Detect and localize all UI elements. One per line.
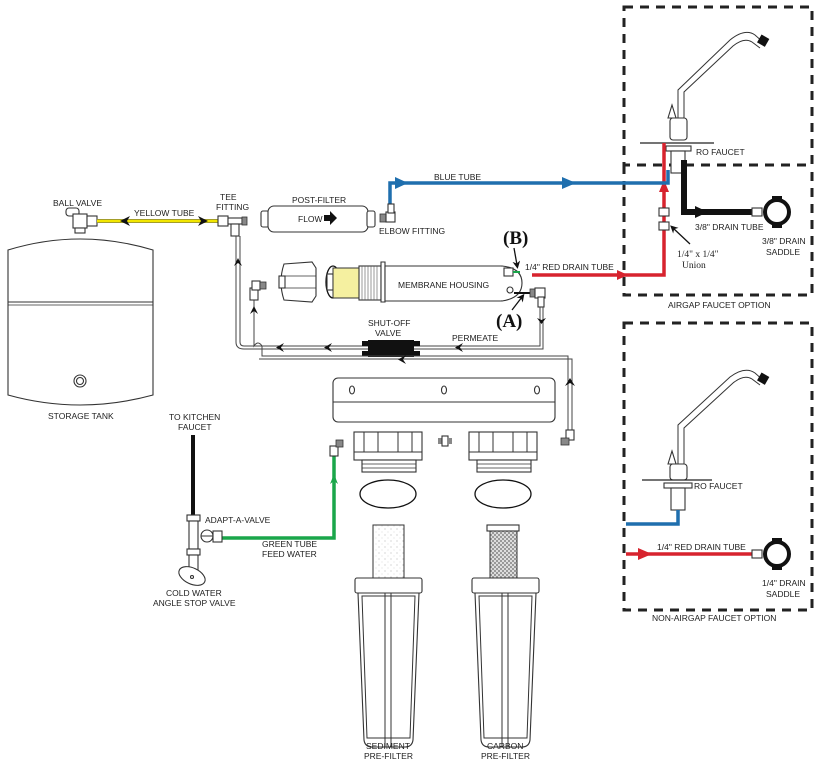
union-fitting: [658, 207, 670, 231]
feed-to-membrane-tube: [253, 300, 569, 430]
flow-label: FLOW: [298, 214, 323, 224]
yellow-tube-label: YELLOW TUBE: [134, 208, 195, 218]
drain-saddle-3-8: [763, 196, 791, 228]
cold-water-label-2: ANGLE STOP VALVE: [153, 598, 236, 608]
post-filter-label: POST-FILTER: [292, 195, 346, 205]
airgap-box-top: [622, 5, 814, 167]
blue-tube-non-airgap: [626, 510, 680, 526]
red-drain-tube-label: 1/4" RED DRAIN TUBE: [525, 262, 614, 272]
mounting-bracket: [332, 377, 556, 423]
storage-tank-label: STORAGE TANK: [48, 411, 114, 421]
green-tube-label-1: GREEN TUBE: [262, 539, 317, 549]
membrane-cap: [278, 261, 317, 303]
union-label-1: 1/4" x 1/4": [677, 250, 719, 260]
non-airgap-ro-faucet-label: RO FAUCET: [694, 481, 743, 491]
adapt-a-valve-label: ADAPT-A-VALVE: [205, 515, 271, 525]
non-airgap-caption: NON-AIRGAP FAUCET OPTION: [652, 613, 776, 623]
non-airgap-ro-faucet: [642, 369, 770, 511]
tee-fitting-label-2: FITTING: [216, 202, 249, 212]
carbon-label-1: CARBON: [487, 741, 523, 751]
sediment-filter-head: [353, 431, 423, 473]
blue-tube: [388, 170, 670, 210]
non-airgap-faucet-option: RO FAUCET 1/4" RED DRAIN TUBE 1/4" DRAIN…: [622, 321, 814, 623]
marker-a: (A): [496, 311, 522, 332]
permeate-tube: [239, 236, 541, 347]
to-kitchen-label-1: TO KITCHEN: [169, 412, 220, 422]
membrane-housing: [358, 261, 523, 303]
carbon-pre-filter: [471, 524, 540, 748]
ball-valve: [65, 207, 98, 234]
airgap-ro-faucet: [640, 31, 770, 174]
tee-fitting: [217, 215, 248, 237]
sediment-o-ring: [359, 479, 417, 509]
tee-fitting-label-1: TEE: [220, 192, 237, 202]
red-drain-tube-non-airgap-label: 1/4" RED DRAIN TUBE: [657, 542, 746, 552]
green-tube-label-2: FEED WATER: [262, 549, 317, 559]
marker-b: (B): [503, 228, 528, 249]
angle-stop-valve: [178, 548, 206, 586]
airgap-faucet-option: RO FAUCET 1/4" x 1/4" Union 3/8" DRAIN T…: [532, 5, 814, 310]
elbow-fitting-label: ELBOW FITTING: [379, 226, 445, 236]
airgap-ro-faucet-label: RO FAUCET: [696, 147, 745, 157]
carbon-filter-head: [468, 431, 538, 473]
saddle-1-4-label-2: SADDLE: [766, 589, 800, 599]
saddle-3-8-label-2: SADDLE: [766, 247, 800, 257]
membrane-element: [332, 267, 360, 299]
sediment-pre-filter: [354, 524, 423, 748]
carbon-label-2: PRE-FILTER: [481, 751, 530, 761]
drain-saddle-1-4: [763, 538, 791, 570]
shut-off-valve: [362, 340, 420, 357]
flow-arrow-icon: [324, 211, 337, 225]
sediment-label-2: PRE-FILTER: [364, 751, 413, 761]
airgap-box-border: [622, 165, 814, 297]
cold-water-label-1: COLD WATER: [166, 588, 222, 598]
drain-tube-3-8: [681, 160, 758, 215]
shut-off-label-1: SHUT-OFF: [368, 318, 411, 328]
post-filter: [260, 205, 376, 233]
blue-tube-label: BLUE TUBE: [434, 172, 481, 182]
green-feed-tube: [222, 456, 336, 540]
union-label-2: Union: [682, 261, 706, 271]
shut-off-label-2: VALVE: [375, 328, 401, 338]
ball-valve-label: BALL VALVE: [53, 198, 102, 208]
permeate-label: PERMEATE: [452, 333, 498, 343]
saddle-3-8-label-1: 3/8" DRAIN: [762, 236, 806, 246]
elbow-fitting: [379, 203, 396, 223]
to-kitchen-label-2: FAUCET: [178, 422, 212, 432]
red-drain-tube-airgap: [532, 143, 666, 277]
carbon-o-ring: [474, 479, 532, 509]
storage-tank: [7, 238, 154, 406]
drain-tube-3-8-label: 3/8" DRAIN TUBE: [695, 222, 764, 232]
membrane-housing-label: MEMBRANE HOUSING: [398, 280, 489, 290]
saddle-1-4-label-1: 1/4" DRAIN: [762, 578, 806, 588]
sediment-label-1: SEDIMENT: [366, 741, 410, 751]
airgap-caption: AIRGAP FAUCET OPTION: [668, 300, 771, 310]
